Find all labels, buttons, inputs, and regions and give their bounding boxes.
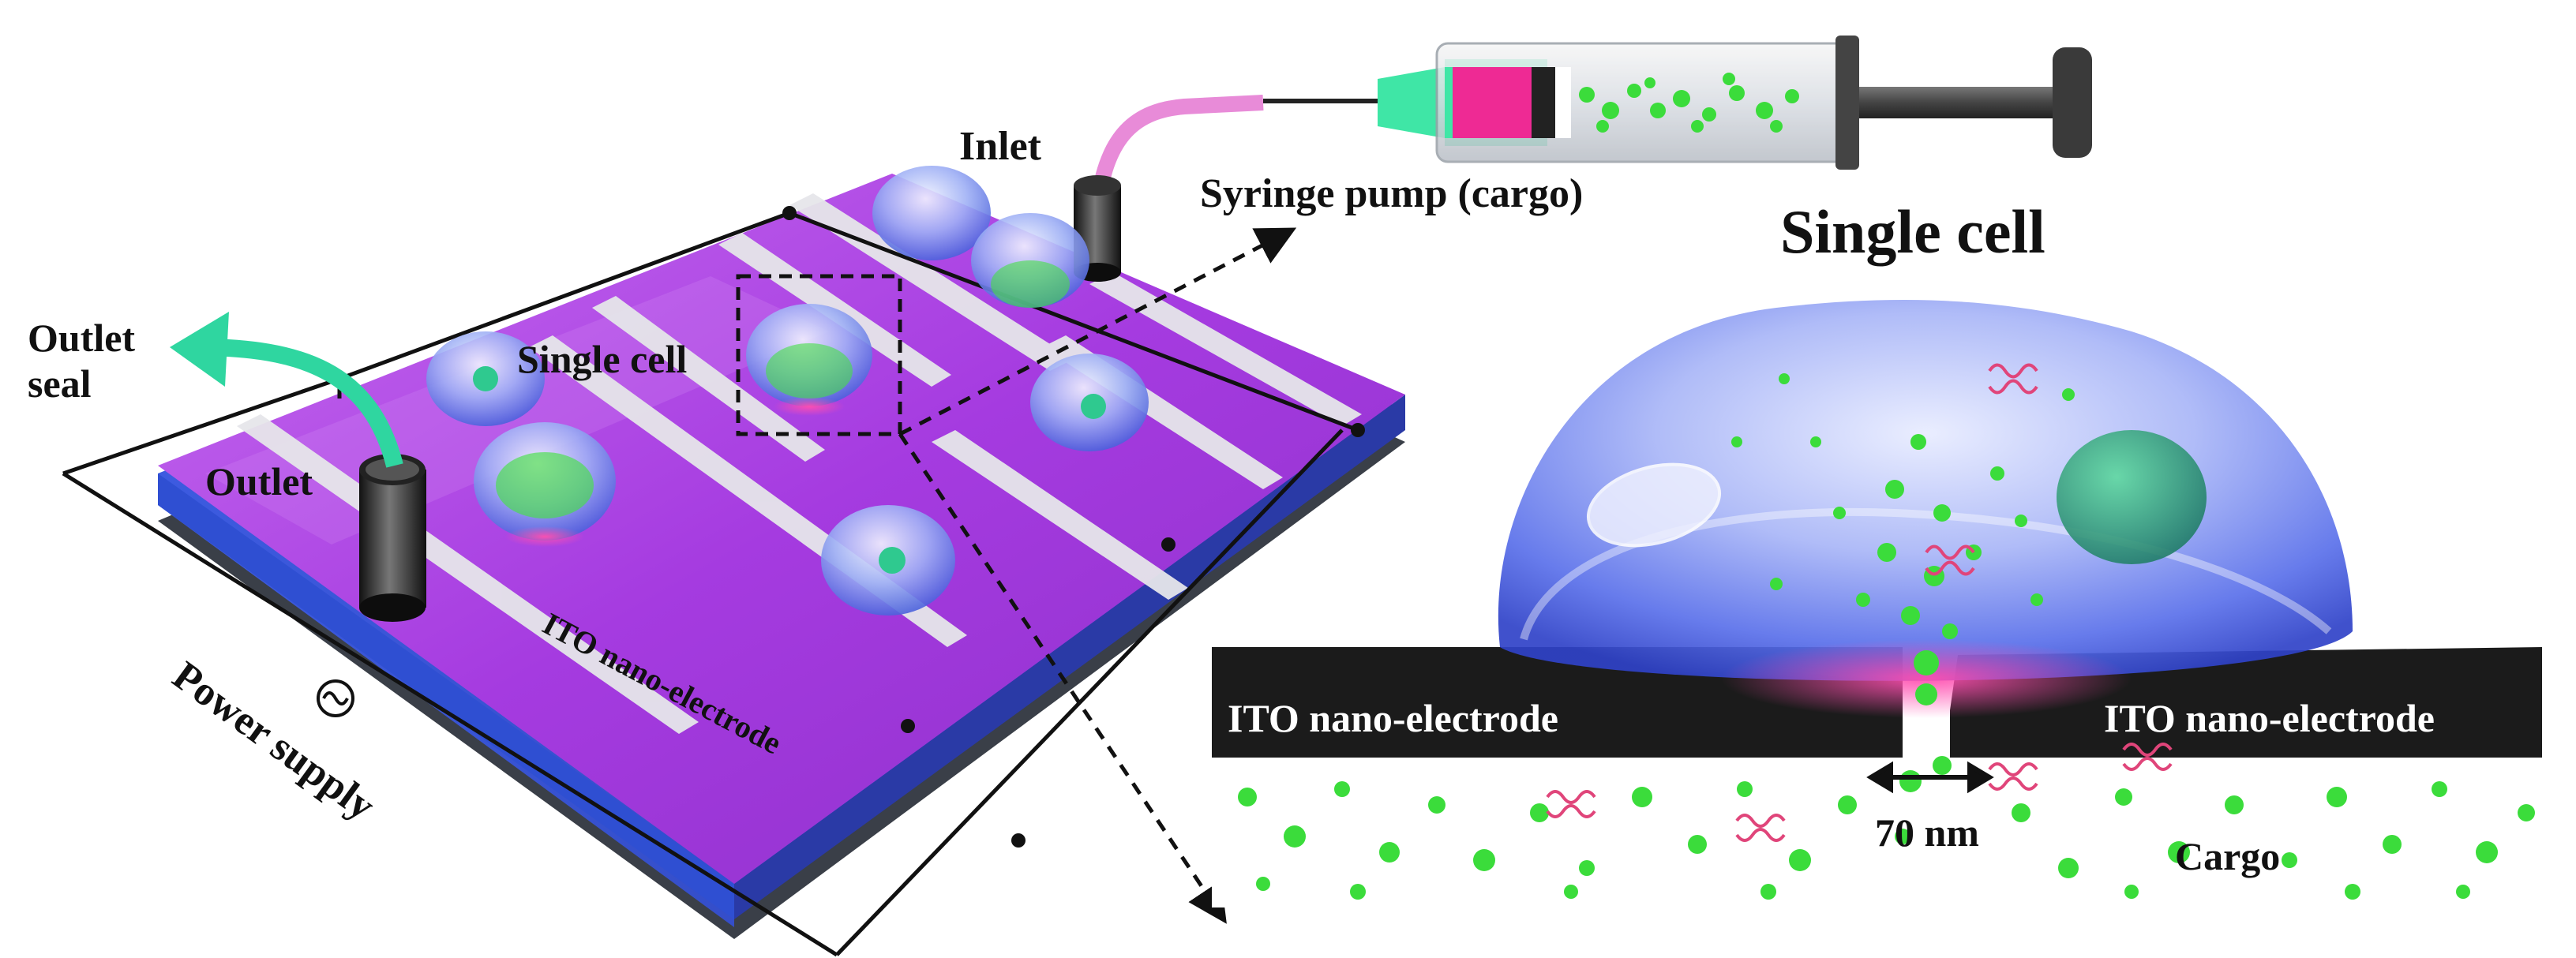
zoom-box — [736, 274, 902, 436]
cargo-field — [1212, 743, 2546, 907]
outlet-seal-label: Outlet seal — [28, 316, 136, 406]
single-cell-title: Single cell — [1780, 197, 2045, 266]
ito-left-label: ITO nano-electrode — [1228, 696, 1558, 740]
cargo-label: Cargo — [2175, 834, 2281, 878]
syringe-icon — [1263, 36, 2092, 170]
chip-cells — [426, 166, 1149, 616]
gap-label: 70 nm — [1875, 810, 1979, 855]
outlet-arrow — [170, 312, 403, 468]
inlet-label: Inlet — [959, 124, 1041, 169]
dna-strands — [1925, 363, 2038, 576]
zoom-lines — [898, 227, 1297, 924]
inlet-tube — [1074, 95, 1264, 282]
cell-cargo — [1731, 373, 2075, 705]
single-cell-chip-label: Single cell — [517, 337, 688, 381]
outlet-label: Outlet — [205, 459, 313, 503]
zoomed-cell — [1212, 300, 2542, 758]
outlet-tube — [359, 454, 426, 622]
syringe-pump-label: Syringe pump (cargo) — [1200, 171, 1584, 216]
gap-arrow — [1866, 761, 1994, 794]
syringe-cargo — [1579, 73, 1799, 133]
microfluidic-chip — [62, 95, 1405, 957]
ito-right-label: ITO nano-electrode — [2104, 696, 2435, 740]
ac-source-icon — [317, 679, 354, 717]
